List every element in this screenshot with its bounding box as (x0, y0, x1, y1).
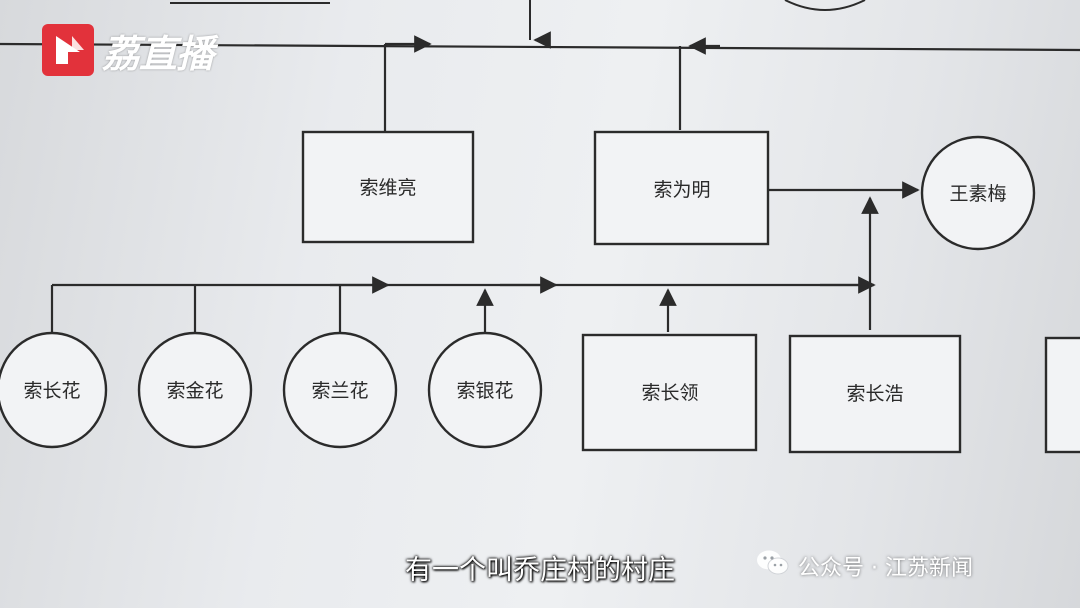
video-subtitle: 有一个叫乔庄村的村庄 (405, 555, 675, 586)
node-box-weiming (593, 130, 770, 246)
node-label-changhua: 索长花 (23, 380, 80, 402)
node-box-partial (1044, 336, 1080, 454)
node-label-weiliang: 索维亮 (359, 177, 416, 199)
node-circle-changhua (0, 331, 108, 449)
node-box-changling (581, 333, 758, 452)
wechat-icon (756, 549, 790, 583)
watermark-text: 公众号 · 江苏新闻 (798, 556, 973, 581)
node-label-weiming: 索为明 (653, 179, 710, 201)
node-label-changhao: 索长浩 (846, 383, 903, 405)
channel-logo: 荔直播 (42, 24, 214, 76)
wechat-watermark: 公众号 · 江苏新闻 (756, 550, 973, 582)
play-logo-icon (42, 24, 94, 76)
node-label-lanhua: 索兰花 (311, 380, 368, 402)
top-partial-shapes (170, 0, 866, 40)
node-labels: 索维亮 索为明 王素梅 索长花 索金花 索兰花 索银花 索长领 索长浩 (23, 177, 1006, 405)
node-circle-yinhua (427, 331, 543, 449)
node-box-weiliang (301, 130, 475, 244)
node-shapes (0, 130, 1080, 454)
node-circle-lanhua (282, 331, 398, 449)
connector-lines (0, 31, 1080, 332)
node-circle-sumei (920, 135, 1036, 251)
logo-text: 荔直播 (102, 31, 214, 76)
node-circle-jinhua (137, 331, 253, 449)
node-label-changling: 索长领 (641, 382, 698, 404)
node-label-yinhua: 索银花 (456, 380, 513, 402)
node-label-jinhua: 索金花 (166, 380, 223, 402)
node-label-sumei: 王素梅 (949, 183, 1006, 205)
node-box-changhao (788, 334, 962, 454)
